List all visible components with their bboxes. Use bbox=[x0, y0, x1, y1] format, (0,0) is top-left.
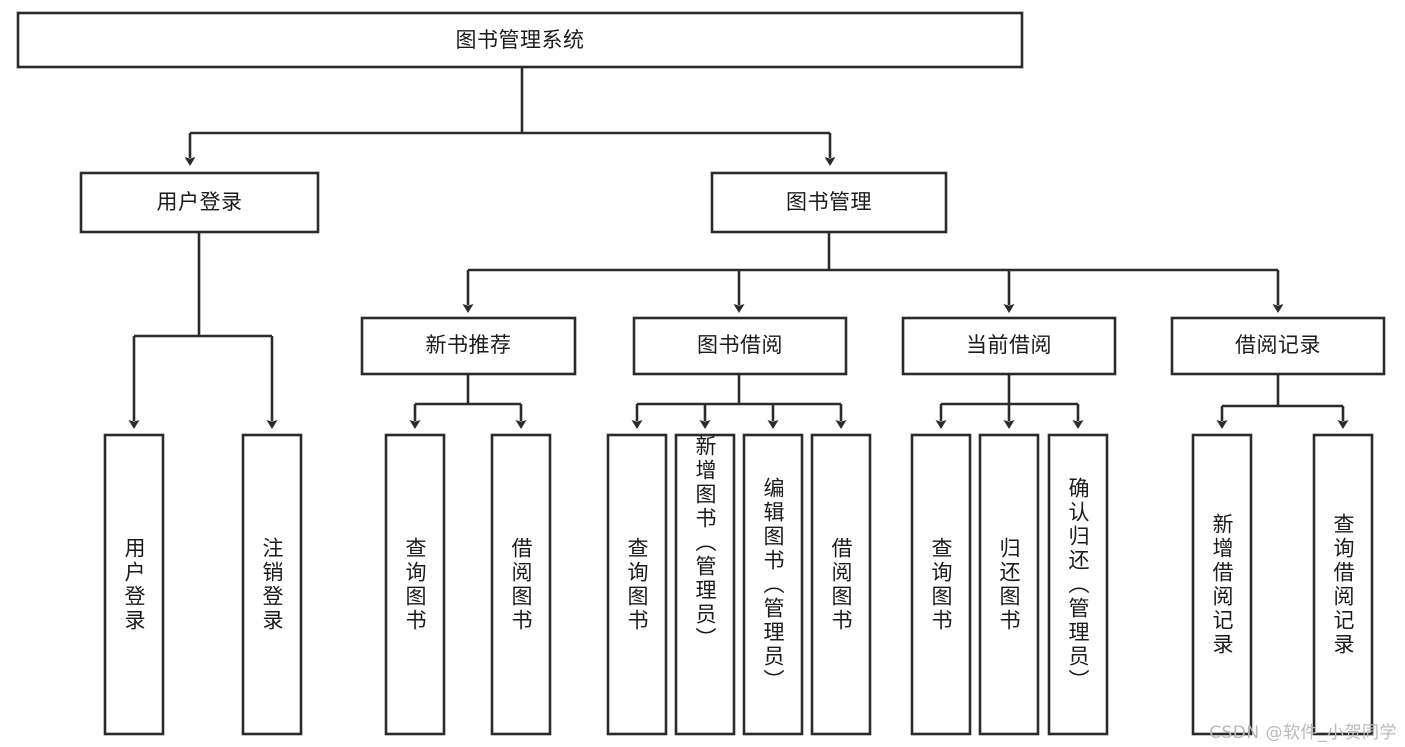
node-root-box[interactable] bbox=[16, 11, 1024, 69]
node-borrow-record-label: 借阅记录 bbox=[1235, 333, 1321, 357]
connector-group-root bbox=[184, 67, 836, 166]
node-leaf-rec-borrow-box[interactable] bbox=[490, 433, 552, 736]
node-leaf-rec-query-box[interactable] bbox=[384, 433, 446, 736]
watermark-text: CSDN @软件_小贺同学 bbox=[1209, 723, 1397, 743]
node-leaf-cur-return-box[interactable] bbox=[978, 433, 1040, 736]
node-leaf-borrow-query-box[interactable] bbox=[606, 433, 668, 736]
node-leaf-rec-search-box[interactable] bbox=[1312, 433, 1374, 736]
node-leaf-cur-query-box[interactable] bbox=[910, 433, 972, 736]
node-leaf-borrow-lend-box[interactable] bbox=[810, 433, 872, 736]
connector-group-new-book-rec bbox=[409, 374, 527, 429]
connector-group-user-login bbox=[128, 232, 278, 429]
node-new-book-rec-box[interactable] bbox=[360, 316, 577, 376]
node-leaf-cur-confirm-box[interactable] bbox=[1047, 433, 1109, 736]
node-current-borrow-label: 当前借阅 bbox=[966, 333, 1052, 357]
connector-group-book-manage bbox=[462, 232, 1284, 313]
node-book-borrow-box[interactable] bbox=[632, 316, 848, 376]
node-new-book-rec-label: 新书推荐 bbox=[426, 333, 512, 357]
connector-group-borrow-record bbox=[1216, 374, 1349, 429]
node-leaf-user-logout-box[interactable] bbox=[241, 433, 303, 736]
node-book-manage-box[interactable] bbox=[710, 171, 948, 234]
node-root-label: 图书管理系统 bbox=[456, 28, 585, 52]
node-user-login-label: 用户登录 bbox=[157, 190, 243, 214]
node-borrow-record-box[interactable] bbox=[1170, 316, 1386, 376]
node-user-login-box[interactable] bbox=[79, 171, 320, 234]
node-book-borrow-label: 图书借阅 bbox=[697, 333, 783, 357]
connector-group-book-borrow bbox=[631, 374, 847, 429]
node-book-manage-label: 图书管理 bbox=[786, 190, 872, 214]
node-current-borrow-box[interactable] bbox=[901, 316, 1117, 376]
connector-group-current-borrow bbox=[935, 374, 1084, 429]
node-leaf-borrow-edit-box[interactable] bbox=[742, 433, 804, 736]
node-leaf-rec-add-box[interactable] bbox=[1191, 433, 1253, 736]
node-leaf-borrow-add-box[interactable] bbox=[674, 433, 736, 736]
node-leaf-user-login-box[interactable] bbox=[103, 433, 165, 736]
